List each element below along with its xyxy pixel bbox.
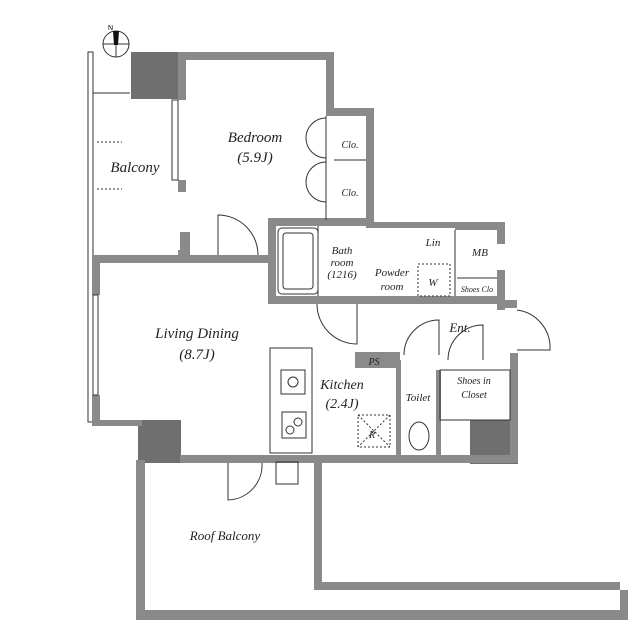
shoes-in-closet-label: Closet <box>461 390 487 401</box>
balcony-rail <box>87 51 94 423</box>
structural-column <box>131 52 180 99</box>
bedroom-door <box>217 214 259 256</box>
kitchen-size: (2.4J) <box>325 397 358 412</box>
living-window <box>92 294 99 396</box>
bath-door <box>316 303 358 345</box>
entrance-inner-door <box>447 324 484 361</box>
sink-icon <box>280 369 306 395</box>
doors[interactable] <box>217 117 551 501</box>
shoes-closet-label: Shoes Clo <box>461 285 493 294</box>
structural-column <box>138 420 181 463</box>
compass-icon: N <box>102 25 130 58</box>
toilet-door <box>403 319 440 356</box>
kitchen-label: Kitchen <box>319 378 364 393</box>
bedroom-size: (5.9J) <box>237 150 272 166</box>
toilet-label: Toilet <box>406 392 432 404</box>
closet-label: Clo. <box>342 188 359 199</box>
washer-space <box>417 263 451 297</box>
bathroom-label: Bath <box>332 245 353 257</box>
roof-sink-icon <box>275 461 299 485</box>
closet-doors <box>305 117 327 203</box>
entrance-label: Ent. <box>448 320 470 335</box>
living-dining-label: Living Dining <box>154 326 239 342</box>
washer-label: W <box>428 277 438 289</box>
balcony-label: Balcony <box>110 160 159 176</box>
closet-label: Clo. <box>342 140 359 151</box>
pipe-space-label: PS <box>367 357 379 368</box>
bedroom-label: Bedroom <box>228 130 283 146</box>
bathroom-label: room <box>331 257 354 269</box>
fridge-space <box>357 414 391 448</box>
linen-label: Lin <box>425 237 441 249</box>
living-dining-size: (8.7J) <box>179 347 214 363</box>
powder-room-label: room <box>381 281 404 293</box>
bathroom-size: (1216) <box>327 269 357 281</box>
roof-balcony-label: Roof Balcony <box>189 528 261 543</box>
stove-icon <box>281 411 307 439</box>
toilet-icon <box>408 421 430 451</box>
roof-balcony-door <box>227 462 263 501</box>
compass-north-label: N <box>108 25 113 32</box>
bathtub-icon <box>277 227 319 295</box>
powder-room-label: Powder <box>374 267 410 279</box>
meter-box-label: MB <box>471 247 488 259</box>
kitchen-counter <box>269 347 313 454</box>
fridge-label: R <box>368 430 375 441</box>
balcony-window <box>171 99 179 181</box>
front-door <box>516 309 551 351</box>
walls <box>92 52 628 620</box>
shoes-in-closet-label: Shoes in <box>457 376 491 387</box>
